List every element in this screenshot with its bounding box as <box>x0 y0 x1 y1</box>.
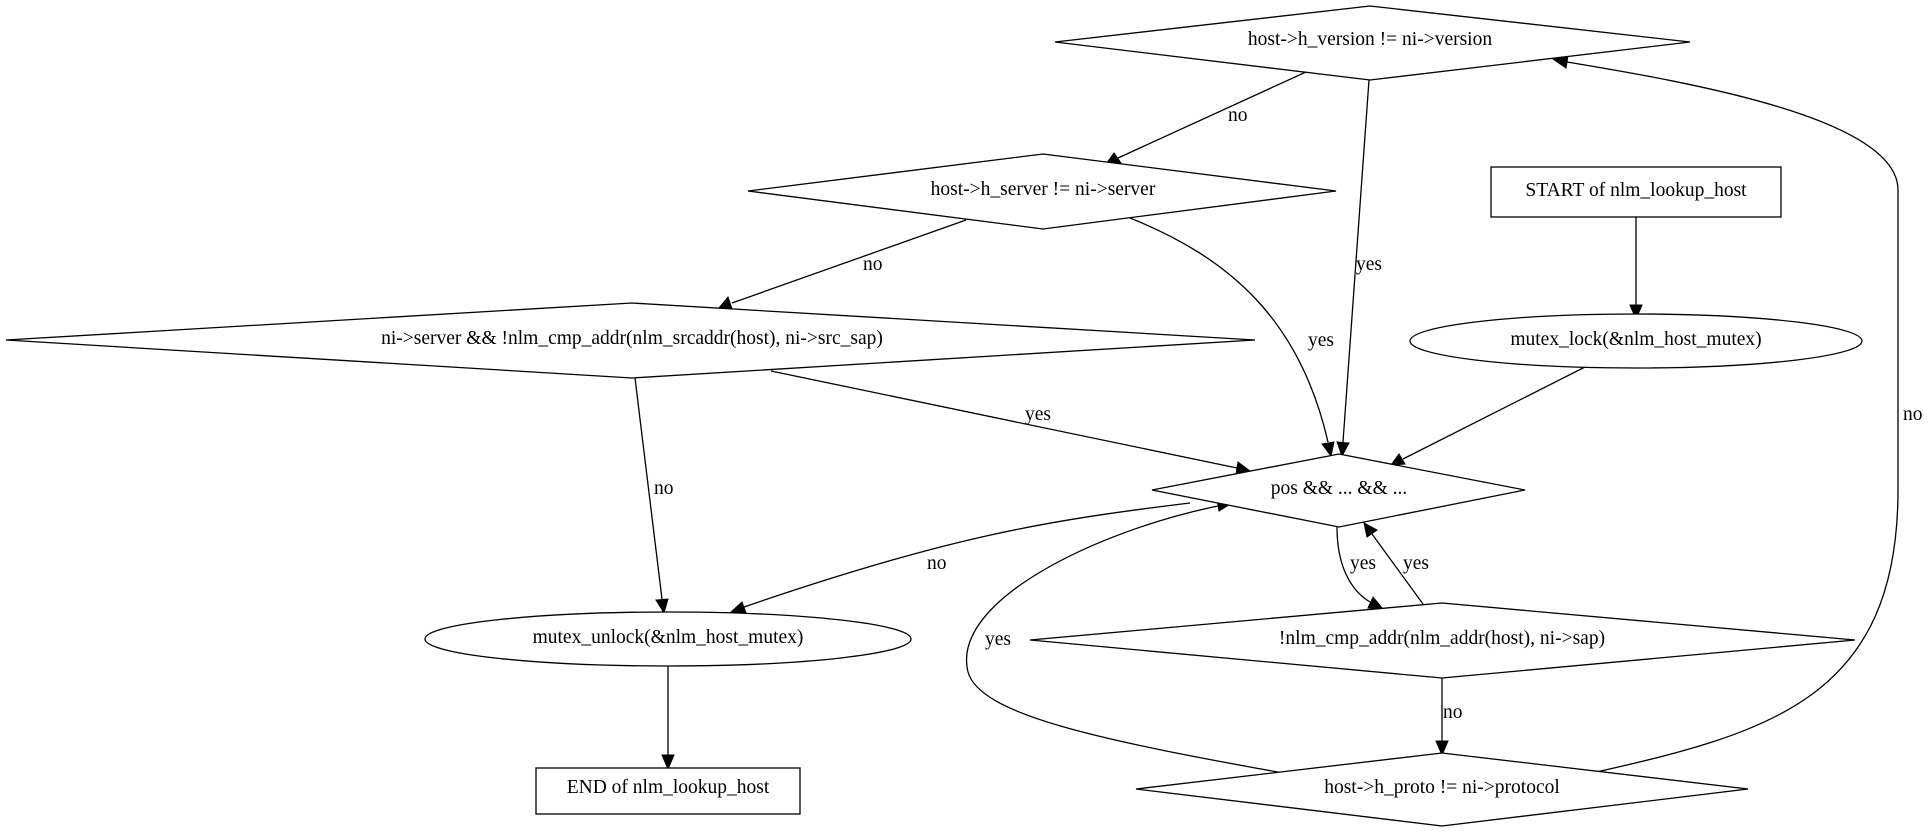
decision-diamond <box>1029 602 1856 679</box>
node-check-version: host->h_version != ni->version <box>1054 5 1691 81</box>
edge-label: yes <box>1403 553 1429 574</box>
edge-line <box>770 370 1238 469</box>
edge-label: no <box>1228 105 1248 126</box>
edge-label: no <box>927 553 947 574</box>
edge-line <box>965 505 1284 774</box>
arrowhead <box>1435 740 1449 757</box>
node-label: START of nlm_lookup_host <box>1525 180 1747 201</box>
edge-version-no: no <box>1104 71 1307 165</box>
node-check-addr: !nlm_cmp_addr(nlm_addr(host), ni->sap) <box>1029 602 1856 679</box>
decision-diamond <box>1135 752 1749 827</box>
edge-label: yes <box>1025 404 1051 425</box>
node-mutex-lock: mutex_lock(&nlm_host_mutex) <box>1409 313 1863 369</box>
node-label: !nlm_cmp_addr(nlm_addr(host), ni->sap) <box>1279 628 1605 649</box>
edge-label: yes <box>985 629 1011 650</box>
edge-label: no <box>863 254 883 275</box>
decision-diamond <box>747 153 1337 230</box>
edge-loop-no: no <box>729 502 1191 614</box>
edge-line <box>1371 533 1424 605</box>
arrowhead <box>1367 596 1385 610</box>
start-box <box>1490 166 1782 218</box>
edge-addr-yes: yes <box>1363 522 1429 605</box>
arrowhead <box>1321 441 1335 458</box>
node-check-srcaddr: ni->server && !nlm_cmp_addr(nlm_srcaddr(… <box>5 302 1256 379</box>
edge-line <box>634 377 663 600</box>
arrowhead <box>729 601 747 614</box>
node-label: mutex_unlock(&nlm_host_mutex) <box>533 627 804 648</box>
decision-diamond <box>1054 5 1691 81</box>
node-label: host->h_version != ni->version <box>1248 29 1492 50</box>
edge-line <box>1342 79 1370 443</box>
edge-label: yes <box>1308 330 1334 351</box>
edge-label: yes <box>1350 553 1376 574</box>
arrowhead <box>661 754 675 771</box>
edge-proto-no: no <box>1551 55 1923 774</box>
node-check-server: host->h_server != ni->server <box>747 153 1337 230</box>
end-box <box>535 767 801 815</box>
decision-diamond <box>5 302 1256 379</box>
node-loop-condition: pos && ... && ... <box>1151 453 1526 528</box>
edge-srcaddr-no: no <box>634 377 674 615</box>
arrowhead <box>718 295 733 310</box>
edge-line <box>1129 217 1329 443</box>
edge-line <box>731 219 967 304</box>
node-check-proto: host->h_proto != ni->protocol <box>1135 752 1749 827</box>
node-label: host->h_proto != ni->protocol <box>1324 777 1560 798</box>
node-label: END of nlm_lookup_host <box>567 777 770 798</box>
node-label: ni->server && !nlm_cmp_addr(nlm_srcaddr(… <box>381 328 883 349</box>
edge-line <box>1566 61 1899 774</box>
edge-line <box>1402 366 1586 460</box>
edge-server-yes: yes <box>1129 217 1335 458</box>
edge-addr-no: no <box>1435 678 1463 757</box>
edge-start-to-lock <box>1629 217 1643 321</box>
edge-line <box>1336 526 1371 603</box>
node-end: END of nlm_lookup_host <box>535 767 801 815</box>
node-start: START of nlm_lookup_host <box>1490 166 1782 218</box>
decision-diamond <box>1151 453 1526 528</box>
edge-line <box>1117 71 1307 159</box>
node-label: pos && ... && ... <box>1271 478 1408 499</box>
edge-version-yes: yes <box>1336 79 1382 458</box>
edge-srcaddr-yes: yes <box>770 370 1252 475</box>
node-mutex-unlock: mutex_unlock(&nlm_host_mutex) <box>424 611 912 667</box>
arrowhead <box>1629 304 1643 321</box>
mutex-unlock-ellipse <box>424 611 912 667</box>
edge-unlock-to-end <box>661 666 675 771</box>
arrowhead <box>1336 441 1350 458</box>
arrowhead <box>655 598 669 615</box>
edge-loop-yes: yes <box>1336 526 1385 610</box>
mutex-lock-ellipse <box>1409 313 1863 369</box>
edge-line <box>743 502 1191 608</box>
edge-label: no <box>1903 404 1923 425</box>
edge-lock-to-loop <box>1389 366 1586 466</box>
arrowhead <box>1389 453 1406 466</box>
edge-label: no <box>654 478 674 499</box>
edge-label: yes <box>1356 254 1382 275</box>
node-label: host->h_server != ni->server <box>931 179 1156 200</box>
edge-label: no <box>1443 702 1463 723</box>
edge-server-no: no <box>718 219 967 310</box>
arrowhead <box>1363 522 1378 538</box>
node-label: mutex_lock(&nlm_host_mutex) <box>1510 329 1761 350</box>
